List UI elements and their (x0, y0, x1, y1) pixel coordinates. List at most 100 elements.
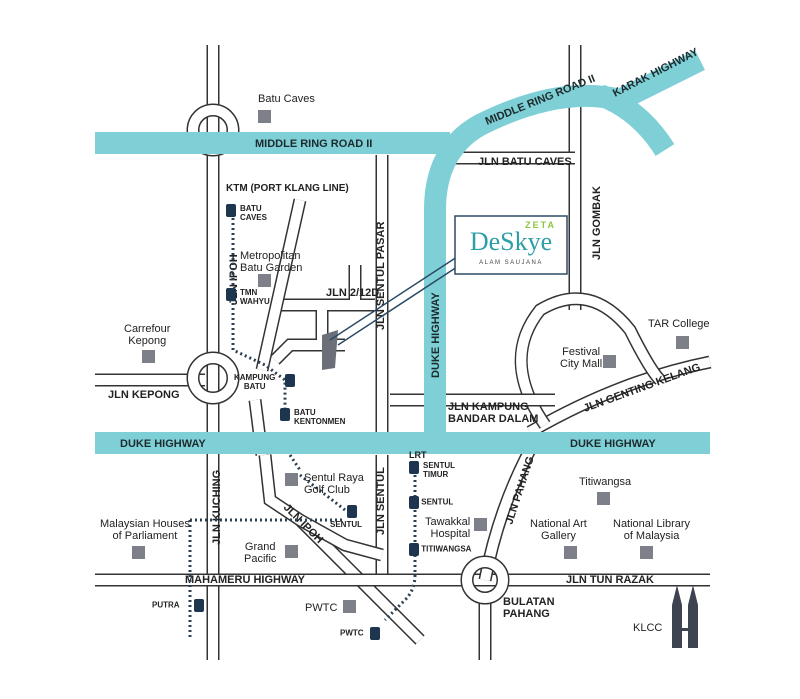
landmark-marker (474, 518, 487, 531)
place-label-line: Pacific (244, 553, 277, 565)
station-label: PUTRA (152, 600, 180, 610)
road-label: JLN 2/12D (326, 287, 379, 299)
train-station-icon (280, 408, 290, 421)
landmarks (132, 110, 689, 613)
place-label-line: Hospital (430, 528, 471, 540)
landmark-marker (564, 546, 577, 559)
station-label: TITIWANGSA (421, 544, 472, 554)
station-putra[interactable]: PUTRA (152, 599, 204, 612)
place-label: PWTC (305, 602, 338, 614)
place-label-line: Grand (244, 541, 276, 553)
rail-lines (188, 218, 417, 640)
place-label: Titiwangsa (579, 476, 632, 488)
landmark-marker (258, 274, 271, 287)
landmark-marker (597, 492, 610, 505)
train-station-icon (193, 599, 204, 612)
place-label-line: National Art (530, 518, 587, 530)
highway-label: DUKE HIGHWAY (430, 292, 442, 378)
highways (95, 50, 710, 454)
place-label-line: Tawakkal (425, 516, 471, 528)
road-label: JLN BATU CAVES (478, 156, 572, 168)
station-pwtc[interactable]: PWTC (340, 627, 380, 640)
place-label-line: Gallery (541, 530, 576, 542)
station-sentul-ktm[interactable]: SENTUL (330, 505, 362, 529)
station-label: TMN (240, 288, 258, 297)
station-sentul-lrt[interactable]: SENTUL (409, 496, 453, 509)
station-label: CAVES (240, 213, 267, 222)
landmark-marker (640, 546, 653, 559)
road-label: JLN KUCHING (211, 470, 223, 545)
station-label: SENTUL (330, 520, 362, 529)
place-label: TAR College (648, 318, 710, 330)
highway-label: DUKE HIGHWAY (120, 438, 206, 450)
station-titiwangsa[interactable]: TITIWANGSA (409, 543, 471, 556)
landmark-marker (285, 545, 298, 558)
brand-label: ZETA (525, 220, 556, 230)
place-label-line: Metropolitan (240, 250, 301, 262)
place-label-line: Carrefour (124, 323, 171, 335)
road-label: JLN TUN RAZAK (566, 574, 654, 586)
place-label-line: of Malaysia (623, 530, 680, 542)
place-label: Batu Caves (258, 93, 315, 105)
train-station-icon (409, 496, 419, 509)
road-label: JLN SENTUL (375, 467, 387, 535)
place-label-line: Sentul Raya (304, 472, 364, 484)
landmark-marker (343, 600, 356, 613)
project-name: DeSkye (469, 227, 553, 256)
station-label: TIMUR (423, 470, 449, 479)
landmark-marker (285, 473, 298, 486)
train-station-icon (369, 627, 380, 640)
klcc-towers-icon (672, 585, 698, 648)
lrt-line-title: LRT (409, 450, 427, 460)
train-station-icon (409, 543, 419, 556)
place-label-line: Kepong (128, 335, 167, 347)
place-label-line: Festival (562, 346, 601, 358)
road-label: JLN KAMPUNG (448, 401, 529, 413)
station-label: WAHYU (240, 297, 270, 306)
train-station-icon (226, 288, 236, 301)
place-label: KLCC (633, 622, 663, 634)
station-label: BATU (243, 382, 266, 391)
station-label: BATU (294, 408, 316, 417)
highway-label: MIDDLE RING ROAD II (255, 138, 372, 150)
place-label-line: Golf Club (304, 484, 350, 496)
road-label: MAHAMERU HIGHWAY (185, 574, 306, 586)
place-label-line: of Parliament (112, 530, 178, 542)
road-label: JLN GOMBAK (591, 186, 603, 260)
landmark-marker (142, 350, 155, 363)
highway-label: DUKE HIGHWAY (570, 438, 656, 450)
road-label: BULATAN (503, 596, 555, 608)
landmark-marker (132, 546, 145, 559)
place-label-line: National Library (613, 518, 691, 530)
station-label: SENTUL (423, 461, 455, 470)
station-label: PWTC (340, 628, 364, 638)
train-station-icon (226, 204, 236, 217)
place-label-line: Malaysian Houses (100, 518, 190, 530)
project-callout-box (454, 215, 568, 275)
place-label-line: City Mall (560, 358, 603, 370)
ktm-line-title: KTM (PORT KLANG LINE) (226, 183, 349, 194)
project-location: ALAM SAUJANA (479, 260, 543, 266)
train-station-icon (347, 505, 357, 518)
road-label: JLN SENTUL PASAR (375, 222, 387, 330)
project-site-marker (322, 330, 338, 370)
landmark-marker (603, 355, 616, 368)
